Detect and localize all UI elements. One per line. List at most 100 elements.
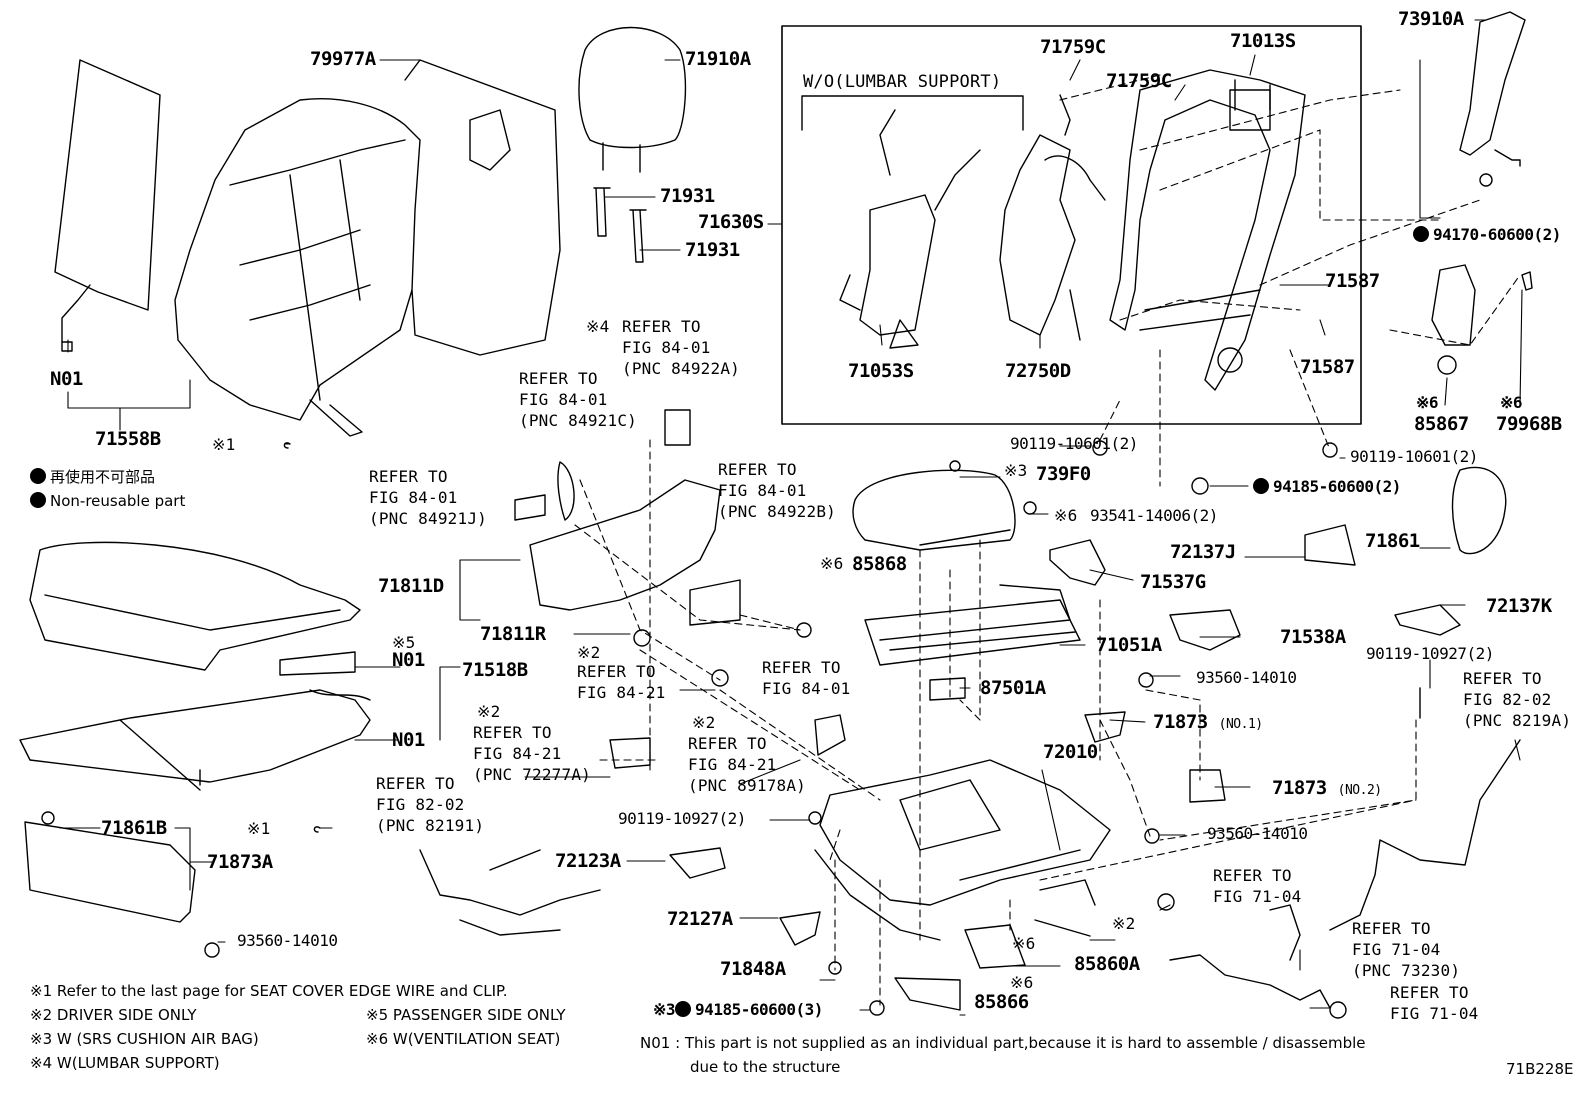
part-87501a: 87501A (980, 677, 1046, 699)
qualifier-no1: (NO.1) (1218, 717, 1263, 732)
back-board-illustration (404, 59, 561, 356)
mark-2-c: ※2 (692, 713, 716, 732)
mark-6-79968b: ※6 (1500, 393, 1523, 412)
ref-71-04-b: REFER TO FIG 71-04 (1390, 983, 1479, 1023)
part-79968b: 79968B (1496, 413, 1562, 435)
legend-jp: 再使用不可部品 (30, 468, 155, 485)
part-85866: 85866 (974, 991, 1029, 1013)
part-71873-no2: 71873 (NO.2) (1272, 779, 1382, 798)
part-72137j: 72137J (1170, 541, 1236, 563)
legend-dot-icon-2 (30, 492, 46, 508)
part-90119-10601-a: 90119-10601(2) (1010, 434, 1138, 453)
part-90119-10927-a: 90119-10927(2) (1366, 644, 1494, 663)
part-94170-60600: 94170-60600(2) (1413, 226, 1561, 243)
ref-84-01: REFER TO FIG 84-01 (762, 658, 851, 698)
part-71587-b: 71587 (1300, 356, 1355, 378)
wire-harness-illustration (419, 739, 1521, 1009)
part-71538a: 71538A (1280, 626, 1346, 648)
ref-84921c: REFER TO FIG 84-01 (PNC 84921C) (519, 369, 637, 430)
legend-dot-icon (30, 468, 46, 484)
mark-2-b: ※2 (477, 702, 501, 721)
lumbar-support-72750d-illustration (999, 94, 1106, 341)
part-93541-14006: 93541-14006(2) (1090, 506, 1218, 525)
figure-id: 71B228E (1506, 1060, 1574, 1078)
seat-cushion-pad-illustration (29, 541, 361, 671)
footnote-n01-line1: N01 : This part is not supplied as an in… (640, 1034, 1366, 1052)
footnote-6: ※6 W(VENTILATION SEAT) (366, 1030, 561, 1048)
part-n01-cushion-a: N01 (392, 649, 425, 671)
part-72010: 72010 (1043, 741, 1098, 763)
part-71811r: 71811R (480, 623, 546, 645)
mark-6-85868: ※6 (820, 554, 844, 573)
footnote-4: ※4 W(LUMBAR SUPPORT) (30, 1054, 220, 1072)
part-71518b: 71518B (462, 659, 528, 681)
part-71873a: 71873A (207, 851, 273, 873)
part-71848a: 71848A (720, 958, 786, 980)
part-85860a: 85860A (1074, 953, 1140, 975)
part-93560-14010-b: 93560-14010 (1207, 824, 1308, 843)
part-71051a: 71051A (1096, 634, 1162, 656)
front-cover-illustration (24, 811, 220, 958)
side-shield-illustration (514, 409, 741, 647)
part-71630s: 71630S (698, 211, 764, 233)
part-72127a: 72127A (667, 908, 733, 930)
seat-adjuster-72010-illustration (814, 759, 1111, 941)
part-85867: 85867 (1414, 413, 1469, 435)
mark-3-739f0: ※3 (1004, 461, 1028, 480)
part-72123a: 72123A (555, 850, 621, 872)
part-94170-60600-text: 94170-60600(2) (1433, 225, 1561, 244)
ref-84922b: REFER TO FIG 84-01 (PNC 84922B) (718, 460, 836, 521)
side-airbag-73910a-illustration (1431, 11, 1533, 375)
seatback-frame-71013s-illustration (1109, 69, 1306, 391)
part-71537g: 71537G (1140, 571, 1206, 593)
ref-72277a: REFER TO FIG 84-21 (PNC 72277A) (473, 723, 591, 784)
part-93560-14010-a: 93560-14010 (1196, 668, 1297, 687)
part-93560-14010-c: 93560-14010 (237, 931, 338, 950)
part-71759c-a: 71759C (1040, 36, 1106, 58)
part-90119-10927-b: 90119-10927(2) (618, 809, 746, 828)
lumbar-wire-71053s-illustration (839, 109, 981, 349)
inset-box (781, 25, 1362, 425)
part-71910a: 71910A (685, 48, 751, 70)
part-71759c-b: 71759C (1106, 70, 1172, 92)
ref-73230: REFER TO FIG 71-04 (PNC 73230) (1352, 919, 1461, 980)
non-reusable-dot-icon (1413, 226, 1429, 242)
footnote-3: ※3 W (SRS CUSHION AIR BAG) (30, 1030, 259, 1048)
mark-6-85866: ※6 (1010, 973, 1034, 992)
part-85868: 85868 (852, 553, 907, 575)
part-739f0: 739F0 (1036, 463, 1091, 485)
mark-6-85867: ※6 (1416, 393, 1439, 412)
part-72750d: 72750D (1005, 360, 1071, 382)
part-73910a: 73910A (1398, 8, 1464, 30)
inset-bracket (801, 95, 1024, 131)
leader-lines (59, 19, 1523, 1016)
part-71873-no1-text: 71873 (1153, 711, 1208, 733)
part-72137k: 72137K (1486, 595, 1552, 617)
non-reusable-dot-icon-3 (675, 1001, 692, 1017)
mark-1-lower: ※1 (247, 819, 271, 838)
legend-jp-text: 再使用不可部品 (50, 468, 156, 486)
clip-mark-1 (283, 442, 291, 449)
ref-84-21-a: REFER TO FIG 84-21 (577, 662, 666, 702)
mark-3-94185: ※3 (653, 1000, 676, 1019)
fastener-illustrations (711, 440, 1421, 1019)
mark-1-upper: ※1 (212, 435, 236, 454)
part-n01-back: N01 (50, 368, 83, 390)
headrest-illustration (578, 26, 687, 263)
ref-71-04-a: REFER TO FIG 71-04 (1213, 866, 1302, 906)
non-reusable-dot-icon-2 (1253, 478, 1269, 494)
mark-5: ※5 (392, 633, 416, 652)
footnote-2: ※2 DRIVER SIDE ONLY (30, 1006, 197, 1024)
dashed-lines (574, 74, 1521, 1006)
part-71053s: 71053S (848, 360, 914, 382)
qualifier-no2: (NO.2) (1337, 783, 1382, 798)
inset-box-title: W/O(LUMBAR SUPPORT) (803, 72, 1002, 92)
part-71861: 71861 (1365, 530, 1420, 552)
part-71013s: 71013S (1230, 30, 1296, 52)
part-71873-no2-text: 71873 (1272, 777, 1327, 799)
seat-cushion-cover-illustration (19, 651, 371, 791)
mark-6-93541: ※6 (1054, 506, 1078, 525)
footnote-n01-line2: due to the structure (690, 1058, 841, 1076)
